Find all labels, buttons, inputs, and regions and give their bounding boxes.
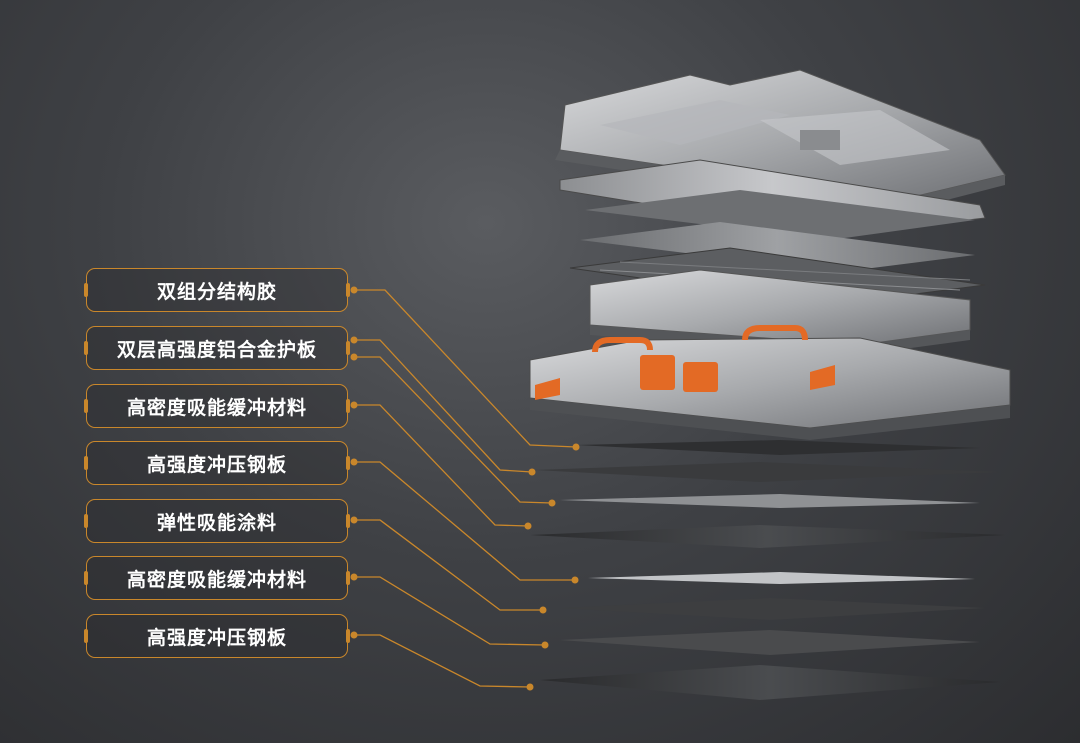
label-text: 弹性吸能涂料 <box>156 511 277 534</box>
label-cushion-material-2: 高密度吸能缓冲材料 <box>84 556 350 600</box>
label-structural-adhesive: 双组分结构胶 <box>84 268 350 312</box>
label-text: 高强度冲压钢板 <box>146 453 287 476</box>
label-stamped-steel-1: 高强度冲压钢板 <box>84 441 350 485</box>
label-text: 高强度冲压钢板 <box>146 626 287 649</box>
connector-lines <box>352 289 577 688</box>
label-text: 高密度吸能缓冲材料 <box>126 568 307 591</box>
label-stamped-steel-2: 高强度冲压钢板 <box>84 614 350 658</box>
lower-layers <box>530 440 1005 700</box>
label-text: 双层高强度铝合金护板 <box>116 338 317 361</box>
label-aluminum-guard-plate: 双层高强度铝合金护板 <box>84 326 350 370</box>
label-text: 双组分结构胶 <box>156 280 277 303</box>
label-cushion-material-1: 高密度吸能缓冲材料 <box>84 384 350 428</box>
label-text: 高密度吸能缓冲材料 <box>126 396 307 419</box>
label-elastic-coating: 弹性吸能涂料 <box>84 499 350 543</box>
connector-dots <box>350 286 580 691</box>
frame-layer <box>559 159 986 272</box>
battery-tray <box>529 325 1011 440</box>
top-lid <box>555 69 1006 212</box>
